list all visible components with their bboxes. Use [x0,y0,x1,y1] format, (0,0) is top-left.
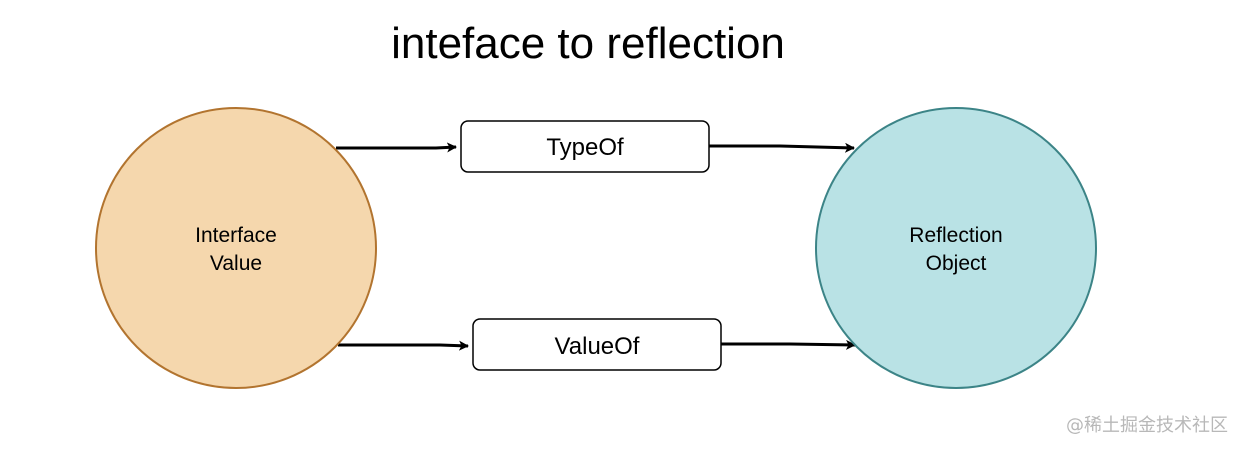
valueof-label: ValueOf [555,333,640,360]
typeof-box-rect [460,120,710,173]
interface-value-circle [95,107,377,389]
arrow-interface-to-typeof [336,142,457,153]
valueof-box-rect [472,318,722,371]
typeof-box: TypeOf [460,120,710,173]
arrow-interface-to-valueof [338,340,469,351]
interface-value-label-line2: Value [210,252,262,275]
reflection-object-circle [815,107,1097,389]
watermark-text: @稀土掘金技术社区 [1066,415,1228,436]
valueof-box: ValueOf [472,318,722,371]
reflection-object-node: Reflection Object [815,107,1097,389]
interface-value-node: Interface Value [95,107,377,389]
reflection-object-label-line1: Reflection [909,224,1002,247]
reflection-object-label-line2: Object [926,252,987,275]
arrow-typeof-to-reflection [709,142,855,153]
diagram-title: inteface to reflection [391,19,785,68]
typeof-label: TypeOf [546,134,624,161]
interface-value-label-line1: Interface [195,224,277,247]
arrow-valueof-to-reflection [721,339,856,350]
